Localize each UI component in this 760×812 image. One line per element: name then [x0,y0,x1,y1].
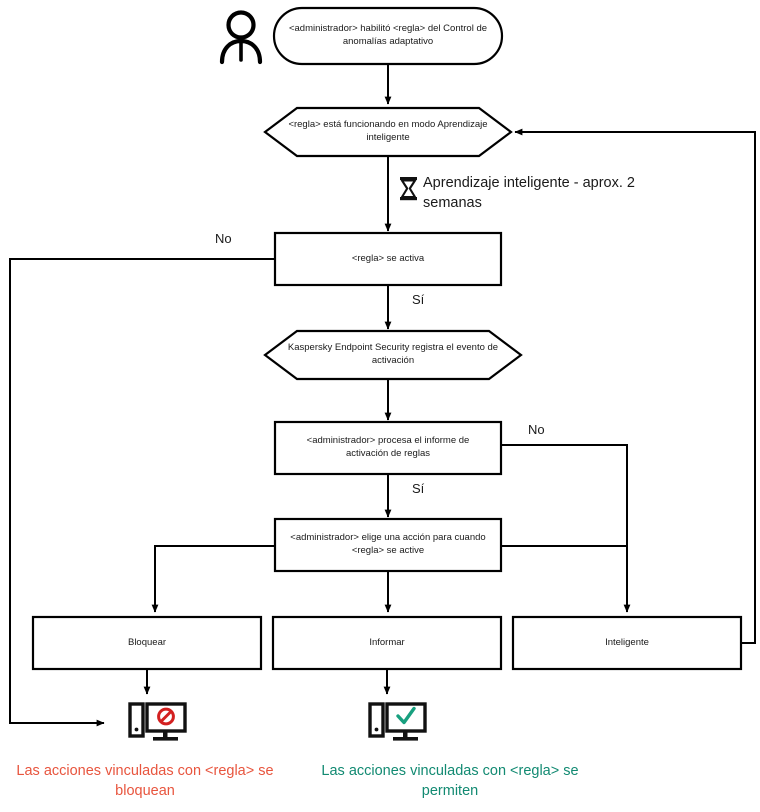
computer-blocked-icon [128,702,187,741]
node-action-smart [511,615,743,671]
edge-label-no-process-report: No [528,422,545,437]
edge-label-si-rule-triggers: Sí [412,292,425,307]
edge-action-to-block [151,545,275,613]
computer-allowed-icon [368,702,427,741]
outcome-allowed-caption: Las acciones vinculadas con <regla> se p… [321,763,579,799]
hourglass-icon [400,177,417,201]
node-action-inform [271,615,503,671]
edge-smart-loop-back [514,128,756,644]
node-choose-action [273,517,503,573]
person-icon [219,10,263,65]
edge-label-no-rule-triggers: No [215,231,232,246]
node-log-event [263,329,523,381]
node-process-report [273,420,503,476]
outcome-blocked-caption: Las acciones vinculadas con <regla> se b… [16,763,274,799]
learning-duration-annotation: Aprendizaje inteligente - aprox. 2 seman… [423,175,635,211]
edge-no-process-report [501,444,631,613]
edge-no-rule-triggers [9,258,275,727]
edge-label-si-process-report: Sí [412,481,425,496]
node-start [272,6,504,66]
node-action-block [31,615,263,671]
node-learning-mode [263,106,513,158]
node-rule-triggers [273,231,503,287]
